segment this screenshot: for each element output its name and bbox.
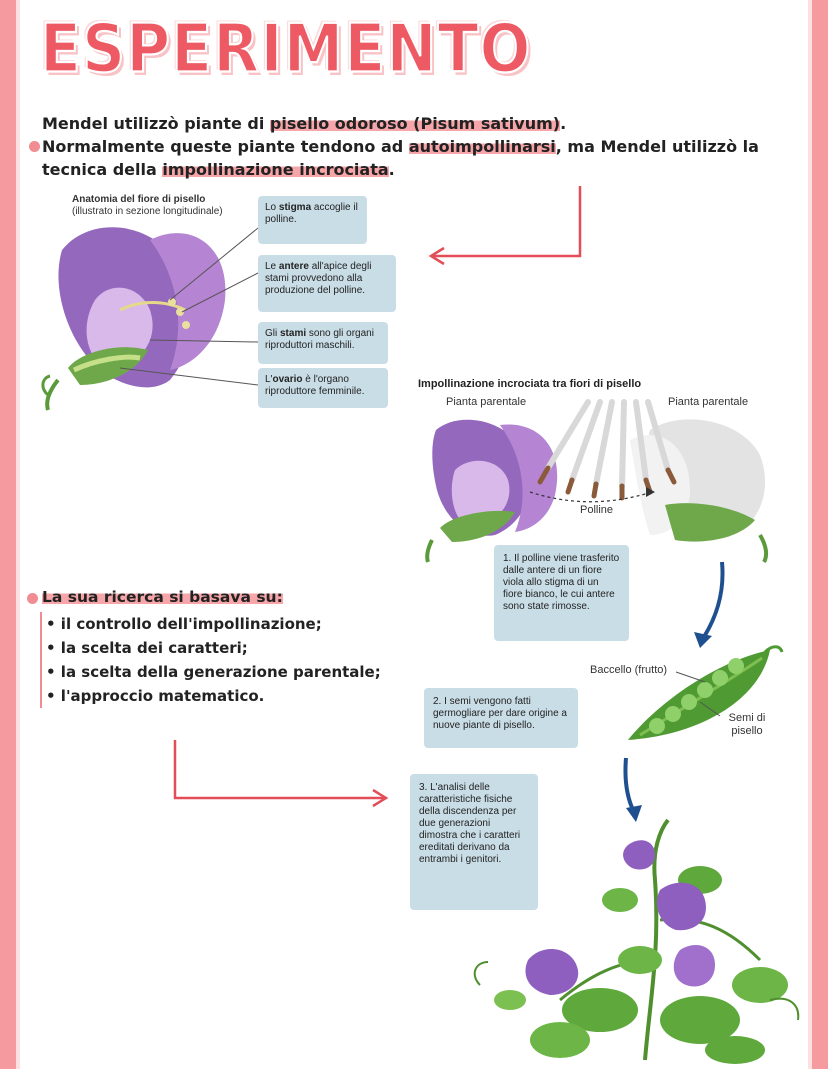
- callout-stami-pre: Gli: [265, 328, 280, 339]
- page-border-right-inner: [808, 0, 812, 1069]
- list-item: • la scelta dei caratteri;: [46, 639, 248, 657]
- research-list: • il controllo dell'impollinazione; • la…: [40, 612, 381, 708]
- callout-ovario-post: è l'organo riproduttore femminile.: [265, 374, 365, 397]
- callout-ovario-pre: L': [265, 374, 273, 385]
- seeds-label: Semi di pisello: [728, 712, 766, 737]
- bullet-dot-icon: [29, 141, 40, 152]
- intro-line-1: Mendel utilizzò piante di pisello odoros…: [42, 112, 762, 135]
- callout-antere-pre: Le: [265, 261, 279, 272]
- intro-line-1-text: Mendel utilizzò piante di: [42, 114, 270, 133]
- anatomy-flower-illustration: [41, 227, 226, 411]
- intro-line-2-end: , ma Mendel utilizzò la: [555, 137, 759, 156]
- intro-line-1-end: .: [560, 114, 567, 133]
- pea-pod-illustration: [628, 645, 784, 740]
- callout-stami-bold: stami: [280, 328, 307, 339]
- pollen-label: Polline: [580, 504, 614, 516]
- intro-line-2: Normalmente queste piante tendono ad aut…: [42, 135, 762, 158]
- intro-line-3-highlight: impollinazione incrociata: [162, 160, 389, 179]
- page-border-right: [812, 0, 828, 1069]
- right-parent-label: Pianta parentale: [668, 396, 749, 408]
- callout-ovario-bold: ovario: [272, 374, 303, 385]
- research-heading: La sua ricerca si basava su:: [42, 588, 402, 606]
- paintbrushes-illustration: [537, 399, 677, 501]
- step-1-callout: 1. Il polline viene trasferito dalle ant…: [494, 545, 629, 641]
- research-heading-text: La sua ricerca si basava su:: [42, 588, 283, 606]
- anatomy-caption-sub: (illustrato in sezione longitudinale): [72, 206, 223, 217]
- page-border-left-inner: [16, 0, 20, 1069]
- callout-stami: Gli stami sono gli organi riproduttori m…: [258, 322, 388, 364]
- purple-flower-illustration: [425, 419, 558, 563]
- pod-label: Baccello (frutto): [590, 664, 668, 676]
- intro-line-3-end: .: [388, 160, 395, 179]
- step-3-callout: 3. L'analisi delle caratteristiche fisic…: [410, 774, 538, 910]
- intro-line-1-highlight: pisello odoroso (Pisum sativum): [269, 114, 561, 133]
- callout-antere: Le antere all'apice degli stami provvedo…: [258, 255, 396, 312]
- pea-plant-illustration: [473, 818, 800, 1064]
- intro-line-2-text: Normalmente queste piante tendono ad: [42, 137, 409, 156]
- callout-stigma: Lo stigma accoglie il polline.: [258, 196, 367, 244]
- anatomy-caption: Anatomia del fiore di pisello (illustrat…: [72, 194, 223, 218]
- left-parent-label: Pianta parentale: [446, 396, 527, 408]
- step-2-callout: 2. I semi vengono fatti germogliare per …: [424, 688, 578, 748]
- list-item: • il controllo dell'impollinazione;: [46, 615, 322, 633]
- white-flower-illustration: [630, 419, 769, 563]
- intro-line-3: tecnica della impollinazione incrociata.: [42, 158, 762, 181]
- page-border-left: [0, 0, 16, 1069]
- research-bullet-dot-icon: [27, 593, 38, 604]
- intro-line-2-highlight: autoimpollinarsi: [408, 137, 556, 156]
- callout-antere-post: all'apice degli stami provvedono alla pr…: [265, 261, 372, 296]
- anatomy-caption-title: Anatomia del fiore di pisello: [72, 194, 206, 205]
- callout-ovario: L'ovario è l'organo riproduttore femmini…: [258, 368, 388, 408]
- callout-stami-post: sono gli organi riproduttori maschili.: [265, 328, 374, 351]
- callout-antere-bold: antere: [278, 261, 309, 272]
- callout-stigma-post: accoglie il polline.: [265, 202, 358, 225]
- list-item: • l'approccio matematico.: [46, 687, 265, 705]
- callout-stigma-bold: stigma: [278, 202, 312, 213]
- callout-stigma-pre: Lo: [265, 202, 279, 213]
- list-item: • la scelta della generazione parentale;: [46, 663, 381, 681]
- intro-line-3-text: tecnica della: [42, 160, 163, 179]
- cross-title: Impollinazione incrociata tra fiori di p…: [418, 378, 642, 390]
- page-title: ESPERIMENTO: [39, 9, 532, 90]
